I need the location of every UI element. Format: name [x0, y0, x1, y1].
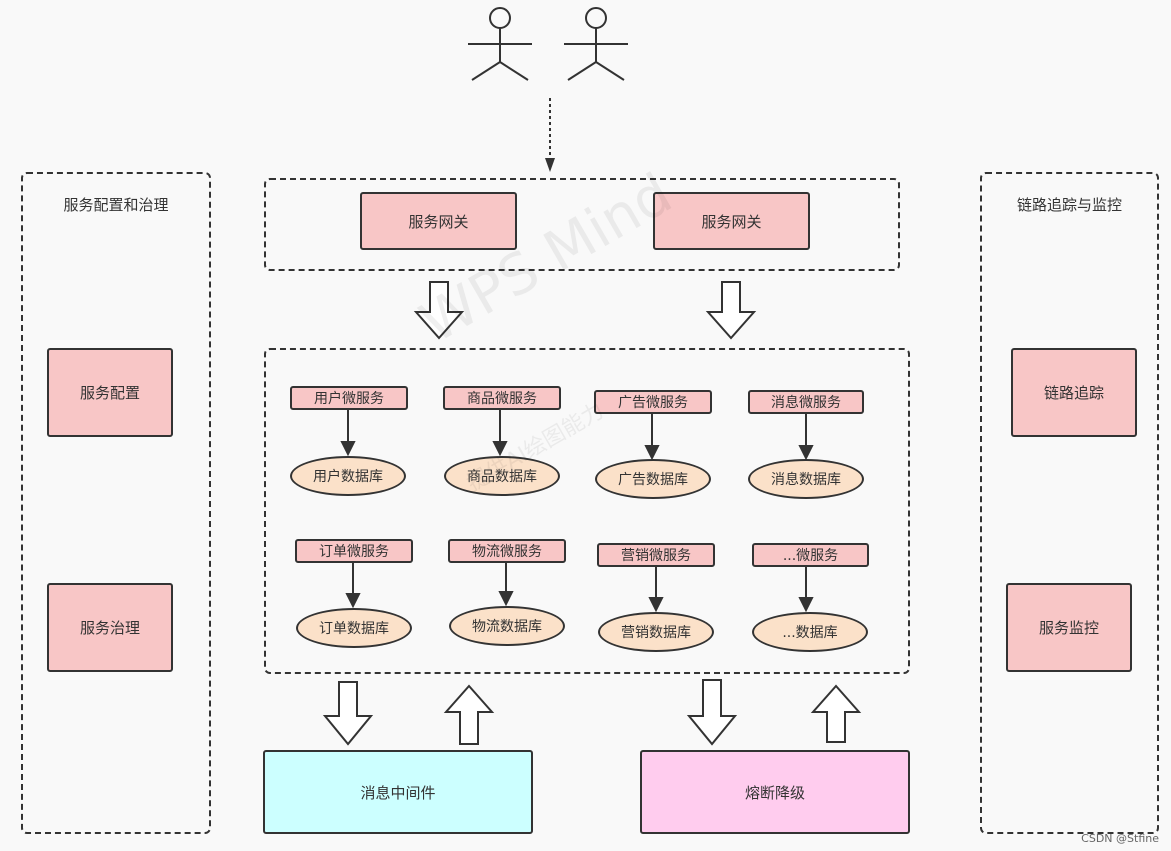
- database-node[interactable]: 广告数据库: [595, 459, 711, 499]
- services-to-mq-arrow: [322, 681, 374, 746]
- mq-to-services-arrow: [443, 684, 495, 745]
- service-box[interactable]: 商品微服务: [443, 386, 561, 410]
- gateway-box[interactable]: 服务网关: [360, 192, 517, 250]
- database-node[interactable]: 用户数据库: [290, 456, 406, 496]
- gateway-to-services-arrow: [413, 281, 465, 340]
- service-box[interactable]: 营销微服务: [597, 543, 715, 567]
- service-db-arrows: [340, 410, 814, 613]
- tracing-monitoring-panel: 链路追踪与监控: [980, 172, 1159, 834]
- panel-title: 链路追踪与监控: [1016, 196, 1122, 214]
- services-to-breaker-arrow: [686, 679, 738, 746]
- database-node[interactable]: 商品数据库: [444, 456, 560, 496]
- user-actor-icon: [564, 7, 628, 81]
- service-box[interactable]: 用户微服务: [290, 386, 408, 410]
- panel-title: 服务配置和治理: [63, 196, 169, 214]
- service-config-box[interactable]: 服务配置: [47, 348, 173, 437]
- service-box[interactable]: 物流微服务: [448, 539, 566, 563]
- service-box[interactable]: 广告微服务: [594, 390, 712, 414]
- service-box[interactable]: 订单微服务: [295, 539, 413, 563]
- database-node[interactable]: 营销数据库: [598, 612, 714, 652]
- database-node[interactable]: ...数据库: [752, 612, 868, 652]
- config-governance-panel: 服务配置和治理: [21, 172, 211, 834]
- breaker-to-services-arrow: [810, 684, 862, 743]
- message-middleware-box[interactable]: 消息中间件: [263, 750, 533, 834]
- credit-label: CSDN @Stfine: [1081, 832, 1159, 845]
- service-monitoring-box[interactable]: 服务监控: [1006, 583, 1132, 672]
- database-node[interactable]: 订单数据库: [296, 608, 412, 648]
- circuit-breaker-box[interactable]: 熔断降级: [640, 750, 910, 834]
- gateway-group: [264, 178, 900, 271]
- gateway-to-services-arrow: [705, 281, 757, 340]
- service-box[interactable]: 消息微服务: [748, 390, 864, 414]
- gateway-box[interactable]: 服务网关: [653, 192, 810, 250]
- microservices-group: [264, 348, 910, 674]
- database-node[interactable]: 物流数据库: [449, 606, 565, 646]
- database-node[interactable]: 消息数据库: [748, 459, 864, 499]
- user-actor-icon: [468, 7, 532, 81]
- service-box[interactable]: ...微服务: [752, 543, 869, 567]
- service-governance-box[interactable]: 服务治理: [47, 583, 173, 672]
- link-tracing-box[interactable]: 链路追踪: [1011, 348, 1137, 437]
- request-arrow: [545, 98, 555, 172]
